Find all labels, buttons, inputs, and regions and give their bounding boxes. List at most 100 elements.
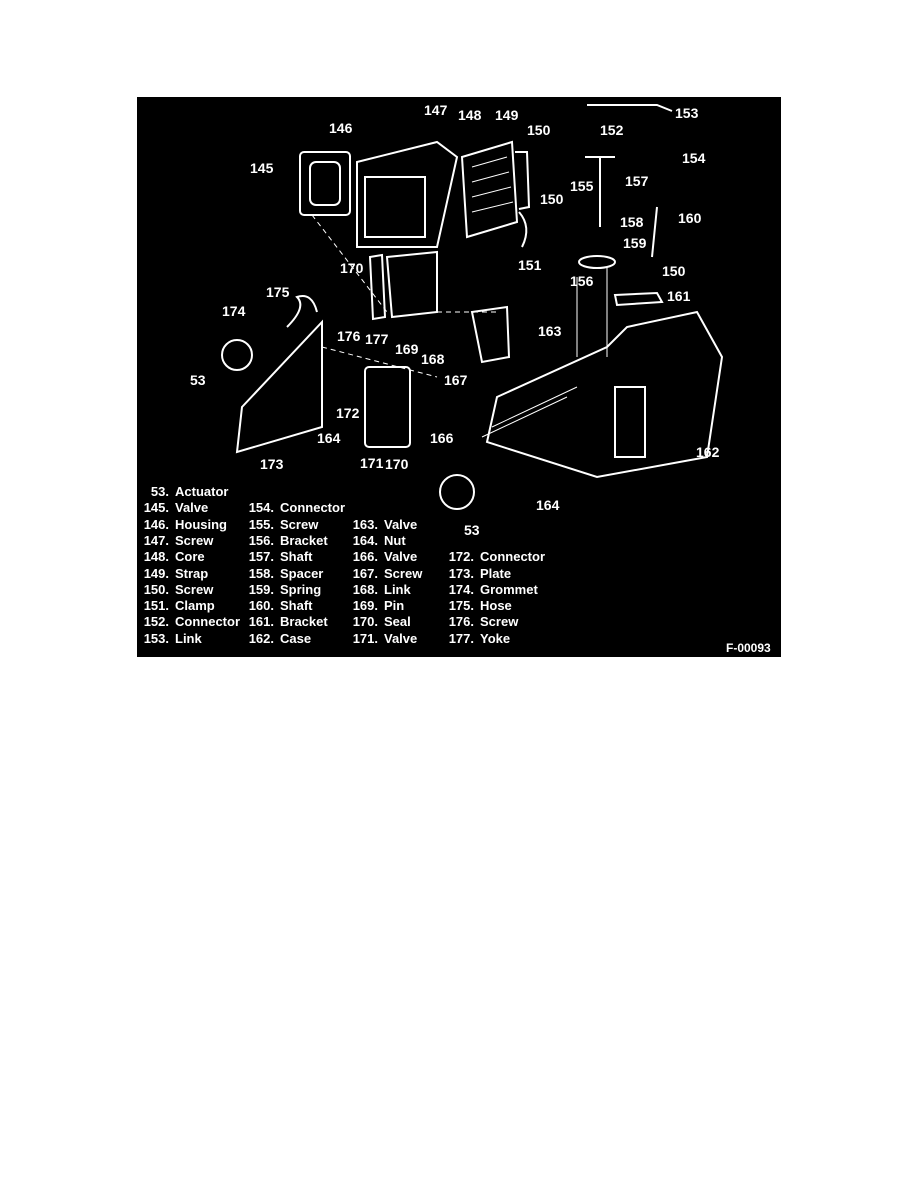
legend-number: 150. — [143, 581, 169, 597]
legend-item: 157. Shaft — [242, 550, 313, 564]
legend-item: 161.Bracket — [242, 615, 328, 629]
legend-label: Pin — [384, 598, 405, 614]
legend-item: 152.Connector — [137, 615, 240, 629]
legend-item: 172.Connector — [442, 550, 545, 564]
legend-number: 157. — [248, 549, 274, 565]
part-shaft-160 — [651, 206, 658, 258]
callout-147: 147 — [424, 102, 448, 118]
part-seal-170 — [368, 253, 387, 321]
callout-175: 175 — [266, 284, 290, 300]
callout-171: 171 — [360, 455, 384, 471]
legend-number: 156. — [248, 532, 274, 548]
part-link-153 — [587, 104, 673, 112]
callout-168: 168 — [421, 351, 445, 367]
legend-number: 159. — [248, 581, 274, 597]
callout-150: 150 — [527, 122, 551, 138]
legend-number: 154. — [248, 500, 274, 516]
callout-159: 159 — [623, 235, 647, 251]
callout-153: 153 — [675, 105, 699, 121]
callout-158: 158 — [620, 214, 644, 230]
legend-number: 147. — [143, 532, 169, 548]
legend-label: Bracket — [280, 532, 328, 548]
callout-170: 170 — [385, 456, 409, 472]
callout-173: 173 — [260, 456, 284, 472]
legend-item: 173. Plate — [442, 565, 512, 581]
legend-item: 156. Bracket — [242, 532, 328, 548]
part-hose-175 — [286, 295, 318, 328]
legend-number: 171. — [352, 630, 378, 646]
legend-label: Shaft — [280, 549, 313, 565]
legend-label: Actuator — [175, 484, 229, 499]
callout-176: 176 — [337, 328, 361, 344]
legend-number: 172. — [448, 549, 474, 565]
callout-177: 177 — [365, 331, 389, 347]
legend-label: Case — [280, 630, 312, 646]
callout-148: 148 — [458, 107, 482, 123]
part-valve-171 — [364, 366, 411, 448]
callout-156: 156 — [570, 273, 594, 289]
legend-label: Plate — [480, 565, 512, 581]
legend-item: 162. Case — [242, 630, 312, 646]
callout-167: 167 — [444, 372, 468, 388]
legend-label: Grommet — [480, 581, 538, 597]
figure-id: F-00093 — [726, 641, 771, 655]
part-strap-149 — [515, 151, 531, 210]
legend-label: Screw — [280, 516, 319, 532]
legend-number: 149. — [143, 565, 169, 581]
diagram-drawing — [221, 104, 724, 510]
callout-164: 164 — [317, 430, 341, 446]
callout-151: 151 — [518, 257, 542, 273]
legend-item: 149.Strap — [137, 565, 209, 581]
part-housing-146 — [356, 140, 459, 248]
legend-number: 174. — [448, 581, 474, 597]
legend-number: 167. — [352, 565, 378, 581]
legend-number: 170. — [352, 614, 378, 630]
legend-label: Clamp — [175, 598, 215, 614]
legend-number: 148. — [143, 549, 169, 565]
part-clamp-151 — [518, 211, 528, 248]
legend-label: Connector — [175, 614, 240, 630]
legend-number: 155. — [248, 516, 274, 532]
legend-number: 162. — [248, 630, 274, 646]
callout-53: 53 — [190, 372, 206, 388]
legend-item: 174. Grommet — [442, 581, 538, 597]
legend-label: Spacer — [280, 565, 324, 581]
legend-item: 148.Core — [137, 550, 205, 564]
legend-number: 163. — [352, 516, 378, 532]
legend-number: 145. — [143, 500, 169, 516]
legend-item: 160.Shaft — [242, 599, 313, 613]
legend-label: Screw — [480, 614, 519, 630]
legend-item: 166.Valve — [346, 550, 418, 564]
callout-149: 149 — [495, 107, 519, 123]
legend-item: 158.Spacer — [242, 565, 324, 581]
legend-number: 151. — [143, 598, 169, 614]
legend-item: 169.Pin — [346, 598, 405, 614]
part-valve-163 — [470, 305, 511, 364]
callout-157: 157 — [625, 173, 649, 189]
legend-item: 153.Link — [137, 631, 202, 646]
legend-number: 53. — [150, 484, 169, 499]
legend-item: 177. Yoke — [442, 630, 511, 646]
legend-label: Link — [384, 581, 411, 597]
legend-item: 167.Screw — [346, 565, 423, 581]
part-yoke-177 — [385, 250, 438, 319]
legend-label: Yoke — [480, 630, 511, 646]
legend-label: Hose — [480, 598, 512, 614]
legend-number: 173. — [448, 565, 474, 581]
legend-item: 154.Connector — [242, 501, 345, 515]
legend-number: 177. — [448, 630, 474, 646]
part-actuator-53 — [221, 339, 253, 371]
legend-item: 163.Valve — [346, 516, 418, 532]
part-plate-173 — [235, 319, 323, 454]
legend-label: Screw — [175, 581, 214, 597]
legend-label: Seal — [384, 614, 411, 630]
callout-150: 150 — [662, 263, 686, 279]
legend-item: 168.Link — [346, 581, 411, 597]
legend-item: 145.Valve — [137, 500, 209, 516]
callout-155: 155 — [570, 178, 594, 194]
legend-label: Bracket — [280, 614, 328, 630]
legend-item: 176.Screw — [442, 614, 519, 630]
legend-item: 53. Actuator — [137, 484, 229, 499]
legend-item: 171.Valve — [346, 630, 418, 646]
legend-label: Housing — [175, 516, 227, 532]
